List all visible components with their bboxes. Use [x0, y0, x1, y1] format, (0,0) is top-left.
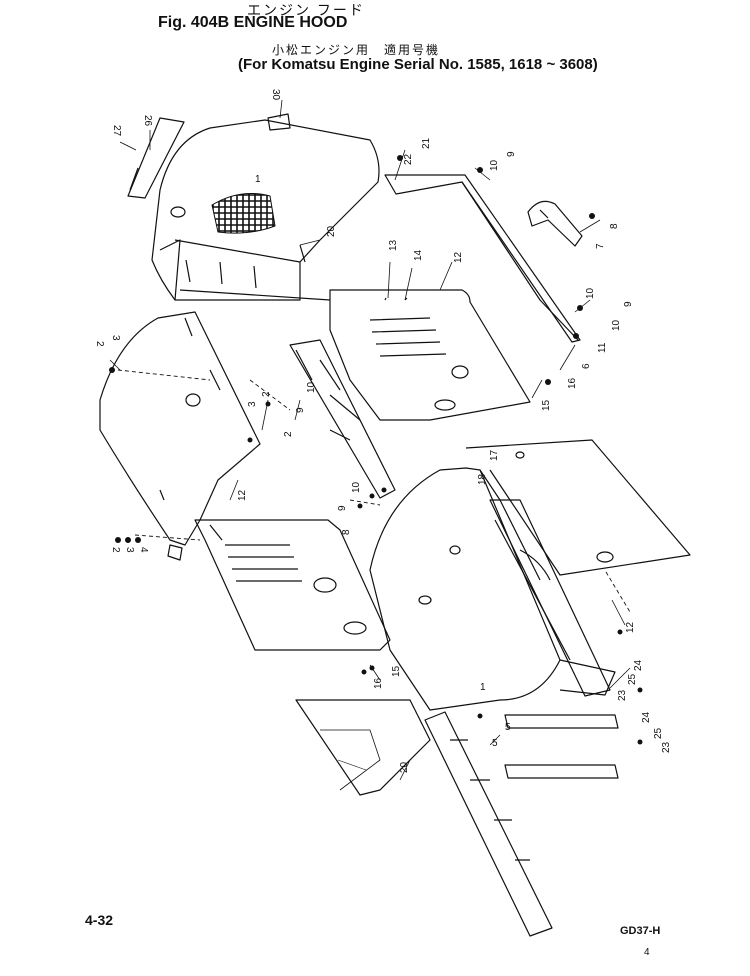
callout-9: 9: [506, 151, 517, 157]
bottom-cover-20: [295, 699, 431, 796]
callout-12b: 12: [237, 489, 248, 501]
callout-9d: 9: [337, 505, 348, 511]
callout-5: 5: [492, 738, 498, 749]
callout-15b: 15: [391, 665, 402, 677]
callout-15: 15: [541, 399, 552, 411]
callout-25: 25: [627, 673, 638, 685]
callout-17: 17: [489, 449, 500, 461]
callout-13: 13: [388, 239, 399, 251]
callout-4: 4: [138, 547, 149, 553]
callout-2: 2: [94, 341, 105, 347]
callout-2c: 2: [283, 431, 294, 437]
part-callouts: 27 26 30 21 22 1 20 13 14 12 9 10 8 7 9 …: [94, 89, 672, 773]
callout-20b: 20: [399, 761, 410, 773]
callout-16: 16: [567, 377, 578, 389]
callout-10c: 10: [611, 319, 622, 331]
left-side-hood: [99, 311, 261, 561]
callout-1: 1: [255, 174, 261, 185]
callout-9c: 9: [295, 407, 306, 413]
callout-3b: 3: [247, 401, 258, 407]
alignment-lines: [117, 369, 631, 613]
long-bottom-rail: [424, 711, 553, 937]
bottom-strap: [504, 714, 619, 779]
callout-9b: 9: [623, 301, 634, 307]
callout-14: 14: [413, 249, 424, 261]
callout-23: 23: [617, 689, 628, 701]
upper-hood-cover: [151, 113, 380, 301]
callout-8: 8: [609, 223, 620, 229]
callout-1b: 1: [480, 682, 486, 693]
japanese-subtitle: 小松エンジン用 適用号機: [272, 43, 441, 57]
callout-10d: 10: [306, 381, 317, 393]
callout-30: 30: [270, 89, 281, 101]
callout-2d: 2: [110, 547, 121, 553]
callout-8b: 8: [341, 529, 352, 535]
callout-27: 27: [111, 125, 122, 137]
lower-right-frame-rail: [489, 499, 611, 697]
figure-title: Fig. 404B ENGINE HOOD: [158, 14, 348, 31]
callout-10: 10: [489, 159, 500, 171]
callout-16b: 16: [373, 677, 384, 689]
callout-23b: 23: [661, 741, 672, 753]
callout-10e: 10: [351, 481, 362, 493]
page-number: 4-32: [85, 912, 114, 928]
callout-22: 22: [403, 153, 414, 165]
callout-7: 7: [595, 243, 606, 249]
callout-21: 21: [421, 137, 432, 149]
callout-6: 6: [581, 363, 592, 369]
callout-25b: 25: [653, 727, 664, 739]
japanese-title: エンジン フード: [247, 2, 365, 18]
callout-18: 18: [477, 473, 488, 485]
callout-24b: 24: [641, 711, 652, 723]
callout-3: 3: [110, 335, 121, 341]
upper-right-panel: [384, 174, 581, 343]
callout-10b: 10: [585, 287, 596, 299]
callout-5b: 5: [505, 722, 511, 733]
footer-mark: 4: [644, 947, 650, 958]
middle-perforated-panel: [194, 519, 391, 651]
callout-26: 26: [142, 115, 153, 127]
louvered-side-panel: [329, 289, 531, 421]
fastener-bolts: [109, 155, 643, 745]
model-code: GD37-H: [620, 925, 661, 937]
side-strip-26: [127, 117, 185, 199]
serial-applicability: (For Komatsu Engine Serial No. 1585, 161…: [238, 56, 598, 73]
center-frame-bar: [289, 339, 396, 499]
callout-12c: 12: [625, 621, 636, 633]
callout-2b: 2: [261, 391, 272, 397]
callout-11: 11: [597, 342, 608, 353]
callout-3c: 3: [124, 547, 135, 553]
callout-20: 20: [326, 225, 337, 237]
callout-12: 12: [453, 251, 464, 263]
bracket-7: [527, 200, 583, 247]
callout-24: 24: [633, 659, 644, 671]
leader-lines: [109, 99, 631, 781]
